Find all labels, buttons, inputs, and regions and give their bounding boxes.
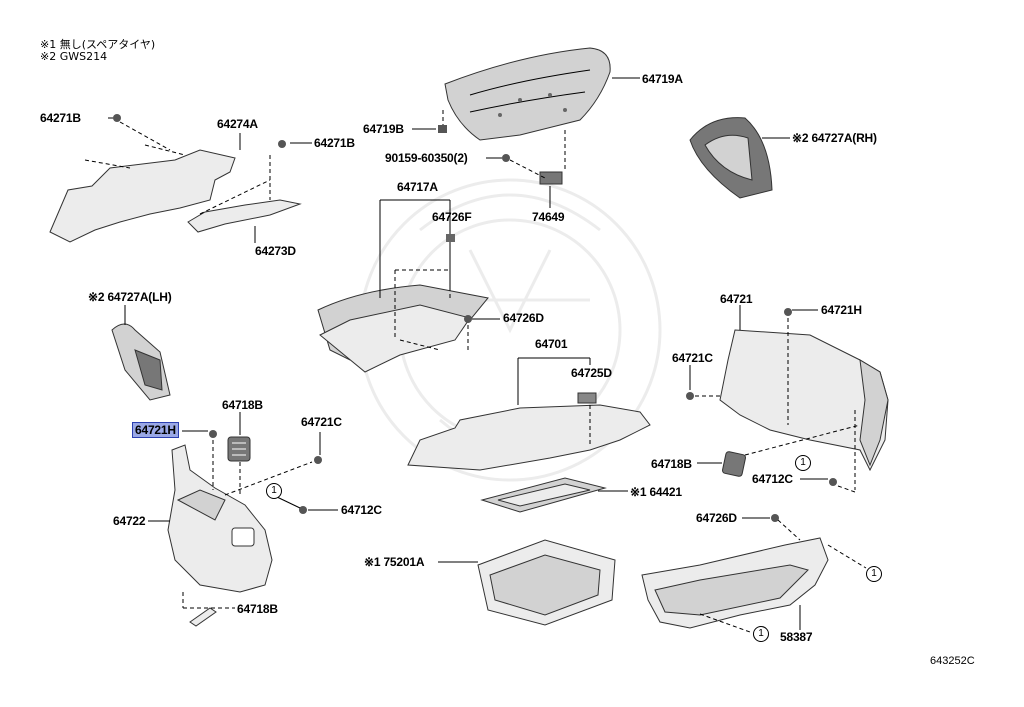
label-64712c-2[interactable]: 64712C [752,472,793,486]
label-64721h-selected[interactable]: 64721H [132,422,179,438]
part-64727a-lh [111,323,171,401]
label-64722[interactable]: 64722 [113,514,146,528]
part-64719a-trunk-lid-lining [444,47,611,141]
part-58387-sill-plate [641,537,829,629]
label-64701[interactable]: 64701 [535,337,568,351]
part-75201a-tray [477,539,616,626]
label-74649[interactable]: 74649 [532,210,565,224]
diagram-code: 643252C [930,655,975,667]
label-64717a[interactable]: 64717A [397,180,438,194]
label-90159-60350[interactable]: 90159-60350(2) [385,151,468,165]
part-64717a-cover [317,284,489,373]
label-64718b-3[interactable]: 64718B [651,457,692,471]
label-64719b[interactable]: 64719B [363,122,404,136]
label-64271b[interactable]: 64271B [40,111,81,125]
part-64273d-insulator [187,199,302,233]
label-64727a-rh[interactable]: ※2 64727A(RH) [792,131,877,145]
note-2: ※2 GWS214 [40,50,108,63]
label-64726d[interactable]: 64726D [503,311,544,325]
label-64721c[interactable]: 64721C [301,415,342,429]
label-64718b-2[interactable]: 64718B [237,602,278,616]
callout-1: 1 [753,626,769,642]
part-64721-side-trim-rh [719,329,889,472]
label-64421[interactable]: ※1 64421 [630,485,682,499]
part-64421-tray [480,477,607,513]
label-64721h[interactable]: 64721H [821,303,862,317]
label-64271b-2[interactable]: 64271B [314,136,355,150]
part-64718b-grille-lh [227,436,251,462]
callout-1: 1 [866,566,882,582]
part-64701-trunk-mat [407,392,651,471]
part-64718b-grille-rh [721,451,747,477]
label-64721[interactable]: 64721 [720,292,753,306]
label-64273d[interactable]: 64273D [255,244,296,258]
label-64721c-2[interactable]: 64721C [672,351,713,365]
label-64725d[interactable]: 64725D [571,366,612,380]
label-58387[interactable]: 58387 [780,630,813,644]
part-64274a-insulator [49,144,236,243]
part-64727a-rh [689,117,773,199]
part-64722-side-trim-lh [167,444,273,593]
part-64718b-grille-lh-bottom [189,607,217,627]
label-75201a[interactable]: ※1 75201A [364,555,425,569]
label-64712c[interactable]: 64712C [341,503,382,517]
callout-1: 1 [266,483,282,499]
note-1: ※1 無し(スペアタイヤ) [40,38,156,51]
label-64718b[interactable]: 64718B [222,398,263,412]
callout-1: 1 [795,455,811,471]
label-64719a[interactable]: 64719A [642,72,683,86]
label-64726f[interactable]: 64726F [432,210,472,224]
label-64726d-2[interactable]: 64726D [696,511,737,525]
part-74649-pull-handle [539,171,563,185]
label-64727a-lh[interactable]: ※2 64727A(LH) [88,290,172,304]
label-64274a[interactable]: 64274A [217,117,258,131]
